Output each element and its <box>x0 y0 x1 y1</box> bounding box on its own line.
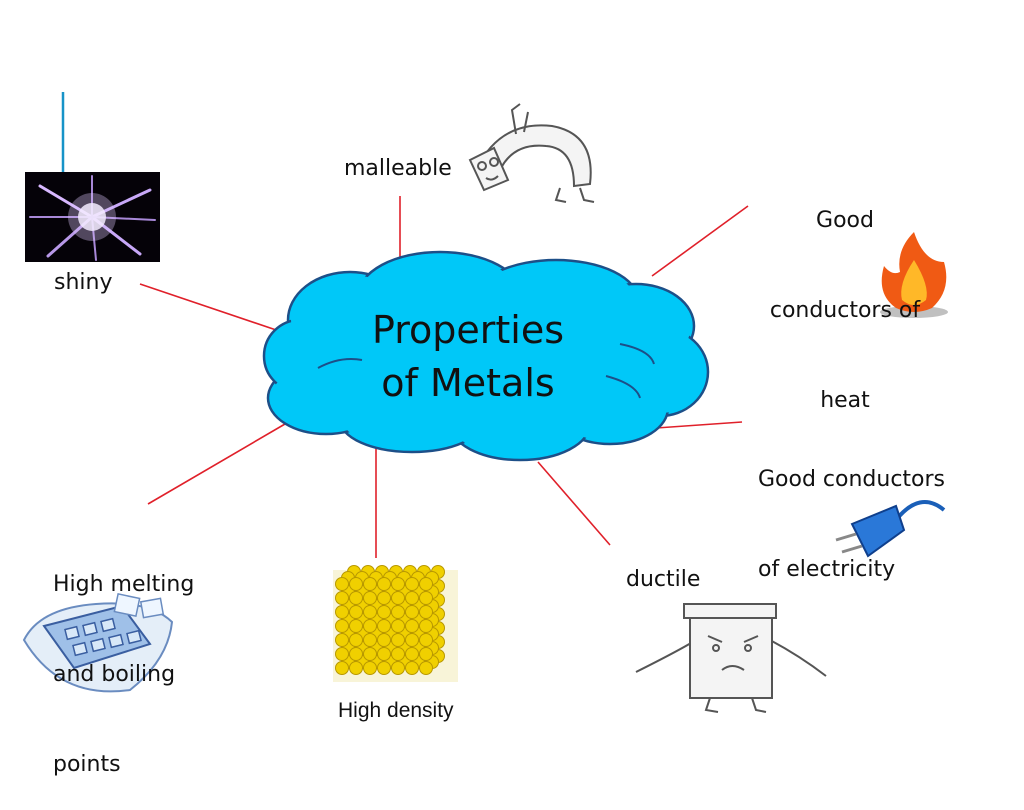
label-electricity-line-2: of electricity <box>758 555 945 585</box>
lattice-sphere <box>420 592 433 605</box>
lattice-sphere <box>406 620 419 633</box>
lattice-sphere <box>420 634 433 647</box>
lattice-sphere <box>378 578 391 591</box>
lattice-sphere <box>378 592 391 605</box>
label-heat-line-1: Good <box>742 206 948 236</box>
lattice-sphere <box>350 620 363 633</box>
lattice-sphere <box>350 634 363 647</box>
lattice-sphere <box>364 620 377 633</box>
lattice-sphere <box>350 606 363 619</box>
label-electricity: Good conductors of electricity <box>758 405 945 615</box>
lattice-sphere <box>392 606 405 619</box>
atom-lattice-icon <box>333 566 458 683</box>
label-electricity-line-1: Good conductors <box>758 465 945 495</box>
lattice-sphere <box>364 578 377 591</box>
lattice-sphere <box>336 648 349 661</box>
label-melting-line-3: points <box>53 750 194 780</box>
lattice-sphere <box>364 592 377 605</box>
connector-shiny <box>140 284 288 334</box>
lattice-sphere <box>406 578 419 591</box>
lattice-sphere <box>350 662 363 675</box>
lattice-sphere <box>392 578 405 591</box>
label-melting-line-1: High melting <box>53 570 194 600</box>
lattice-sphere <box>392 634 405 647</box>
lattice-sphere <box>420 648 433 661</box>
lattice-sphere <box>364 648 377 661</box>
label-melting: High melting and boiling points <box>53 510 194 810</box>
lattice-sphere <box>420 620 433 633</box>
lattice-sphere <box>336 606 349 619</box>
lattice-sphere <box>336 592 349 605</box>
lattice-sphere <box>378 662 391 675</box>
lattice-sphere <box>378 606 391 619</box>
cloud-title-line-2: of Metals <box>381 361 554 405</box>
bent-bar-cartoon-icon <box>470 104 594 202</box>
cloud-title-line-1: Properties <box>372 308 564 352</box>
label-heat-line-2: conductors of <box>742 296 948 326</box>
lattice-sphere <box>392 662 405 675</box>
lattice-sphere <box>406 648 419 661</box>
lattice-sphere <box>364 662 377 675</box>
label-melting-line-2: and boiling <box>53 660 194 690</box>
label-ductile: ductile <box>626 565 700 595</box>
lattice-sphere <box>336 578 349 591</box>
lattice-sphere <box>350 592 363 605</box>
lattice-sphere <box>420 578 433 591</box>
label-shiny: shiny <box>54 268 112 298</box>
central-cloud: Properties of Metals <box>264 252 708 460</box>
lattice-sphere <box>406 662 419 675</box>
connector-heat <box>652 206 748 276</box>
connector-ductile <box>538 462 610 545</box>
lattice-sphere <box>350 648 363 661</box>
slide: Properties of Metals <box>0 0 1024 767</box>
connector-melting <box>148 424 285 504</box>
label-heat: Good conductors of heat <box>742 146 948 446</box>
lattice-sphere <box>406 634 419 647</box>
sparkle-icon <box>25 172 160 262</box>
lattice-sphere <box>406 592 419 605</box>
lattice-sphere <box>378 620 391 633</box>
lattice-sphere <box>406 606 419 619</box>
stretched-bar-cartoon-icon <box>636 604 826 712</box>
lattice-sphere <box>336 620 349 633</box>
lattice-sphere <box>336 634 349 647</box>
lattice-sphere <box>336 662 349 675</box>
lattice-sphere <box>420 606 433 619</box>
lattice-sphere <box>364 634 377 647</box>
lattice-sphere <box>392 620 405 633</box>
lattice-sphere <box>378 648 391 661</box>
lattice-sphere <box>392 592 405 605</box>
label-density: High density <box>338 696 454 726</box>
lattice-sphere <box>420 662 433 675</box>
label-malleable: malleable <box>344 154 452 184</box>
lattice-sphere <box>392 648 405 661</box>
lattice-sphere <box>364 606 377 619</box>
lattice-sphere <box>350 578 363 591</box>
lattice-sphere <box>378 634 391 647</box>
